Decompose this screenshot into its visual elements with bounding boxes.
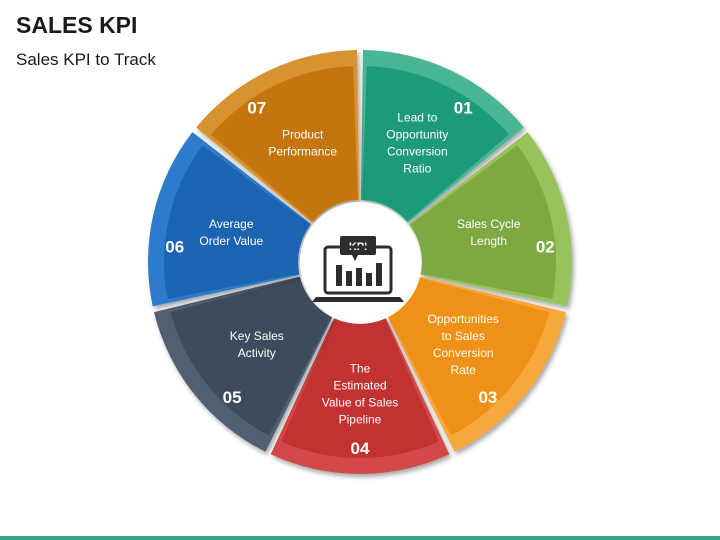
segment-label-line: Average bbox=[209, 217, 254, 231]
segment-number: 02 bbox=[536, 237, 555, 256]
center-kpi: KPI bbox=[312, 236, 404, 302]
segment-label-line: Activity bbox=[238, 346, 276, 360]
icon-bar bbox=[356, 268, 362, 286]
segment-label-line: Conversion bbox=[433, 346, 494, 360]
segment-body bbox=[409, 145, 557, 299]
kpi-segment bbox=[148, 132, 311, 307]
segment-label-line: Conversion bbox=[387, 145, 448, 159]
segment-label-line: Order Value bbox=[199, 234, 263, 248]
segment-label-line: Opportunities bbox=[428, 312, 499, 326]
bottom-accent-bar bbox=[0, 536, 720, 540]
segment-number: 04 bbox=[351, 439, 370, 458]
segment-label-line: The bbox=[350, 362, 371, 376]
segment-label-line: Key Sales bbox=[230, 329, 284, 343]
kpi-segment bbox=[360, 50, 524, 223]
segment-number: 06 bbox=[165, 237, 184, 256]
segment-number: 05 bbox=[223, 388, 242, 407]
page-title: SALES KPI bbox=[16, 12, 138, 38]
segment-label-line: Rate bbox=[451, 363, 477, 377]
segment-label-line: Pipeline bbox=[339, 413, 382, 427]
segment-label-line: Opportunity bbox=[386, 128, 448, 142]
segment-label-line: to Sales bbox=[442, 329, 485, 343]
segment-body bbox=[163, 145, 311, 299]
kpi-segment bbox=[387, 276, 566, 452]
kpi-segment bbox=[154, 276, 333, 452]
segment-label-line: Length bbox=[470, 234, 507, 248]
kpi-segment bbox=[196, 50, 360, 223]
laptop-chart-icon: KPI bbox=[312, 236, 404, 302]
segment-label-line: Value of Sales bbox=[322, 396, 399, 410]
segment-body bbox=[362, 66, 509, 222]
center-disc bbox=[300, 202, 420, 322]
segment-body bbox=[170, 277, 332, 436]
page-subtitle: Sales KPI to Track bbox=[16, 50, 156, 69]
segment-label-line: Sales Cycle bbox=[457, 217, 521, 231]
icon-bar bbox=[366, 273, 372, 286]
kpi-segment bbox=[409, 132, 572, 307]
segment-label-line: Product bbox=[282, 128, 324, 142]
segment-label-line: Ratio bbox=[403, 162, 431, 176]
icon-bar bbox=[336, 265, 342, 286]
segment-label-line: Lead to bbox=[397, 111, 437, 125]
segment-body bbox=[388, 277, 550, 436]
segment-label-line: Performance bbox=[268, 145, 337, 159]
icon-bar bbox=[376, 263, 382, 286]
segment-label-line: Estimated bbox=[333, 379, 386, 393]
segment-number: 03 bbox=[478, 388, 497, 407]
segment-number: 01 bbox=[454, 98, 473, 117]
segment-number: 07 bbox=[247, 98, 266, 117]
segment-body bbox=[211, 66, 358, 222]
kpi-segment bbox=[270, 318, 450, 475]
segment-body bbox=[281, 318, 439, 459]
icon-bar bbox=[346, 271, 352, 286]
